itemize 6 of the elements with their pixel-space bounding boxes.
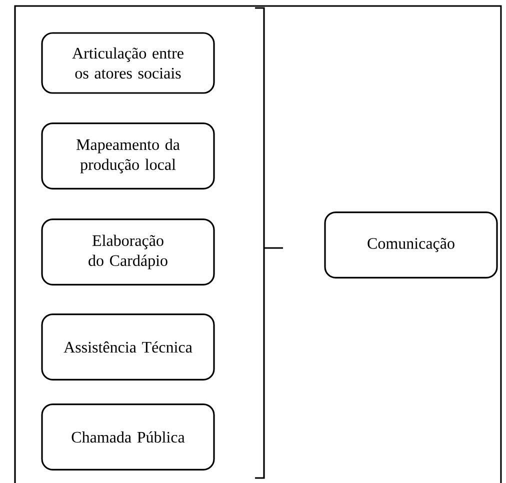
process-box: Mapeamento da produção local (41, 122, 215, 190)
process-box: Elaboração do Cardápio (41, 218, 215, 286)
process-box: Comunicação (324, 212, 498, 278)
process-box: Assistência Técnica (41, 314, 215, 380)
process-box: Articulação entre os atores sociais (41, 32, 215, 94)
process-box: Chamada Pública (41, 404, 215, 470)
